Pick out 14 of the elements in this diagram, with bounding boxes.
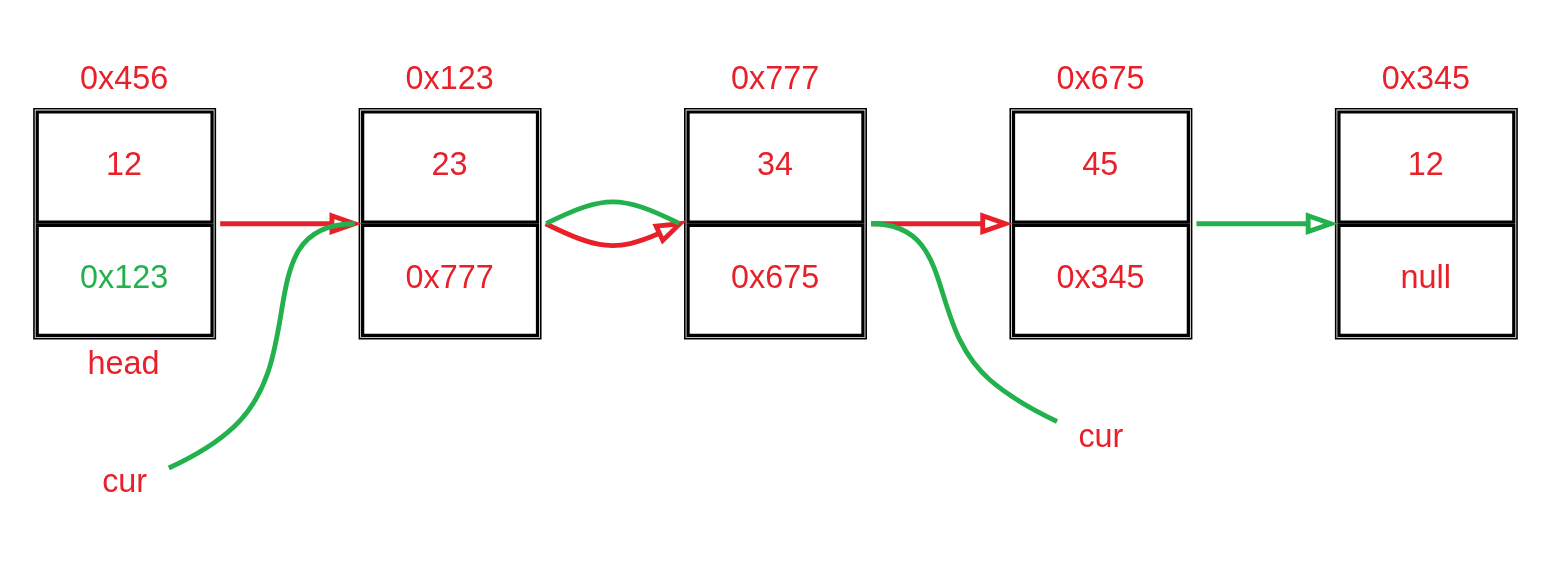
node-label: 0x456 [80,59,169,96]
node-label: 0x345 [1381,59,1471,96]
node-text: cur [102,462,148,499]
connector [545,199,681,226]
node-text: cur [1078,417,1124,454]
node-label: 0x675 [1056,59,1145,96]
node-label: 0x123 [405,59,494,96]
connector [870,220,1059,424]
arrow [220,211,362,235]
connector [167,220,355,470]
node-label: head [87,344,160,381]
arrow [1196,211,1339,235]
arrow [544,220,687,248]
node-label: 0x777 [730,59,820,96]
